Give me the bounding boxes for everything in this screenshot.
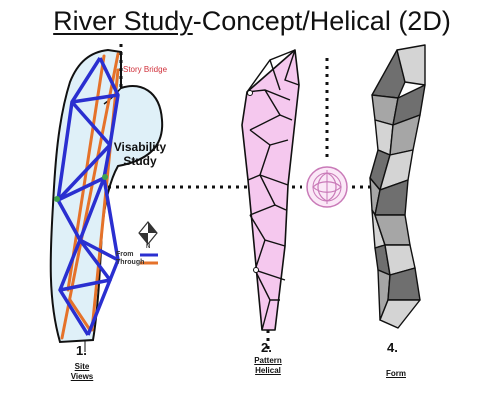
helical-pattern	[241, 49, 300, 331]
step-2-caption: Pattern Helical	[246, 356, 290, 376]
legend-from-label: From	[116, 251, 134, 258]
step-1-caption-line-1: Site	[74, 362, 90, 371]
from-lines	[56, 57, 120, 336]
step-4-number: 4.	[387, 340, 398, 355]
legend-through-label: Through	[116, 259, 145, 266]
step-1-caption: Site Views	[62, 362, 102, 382]
visability-line-1: Visability	[113, 140, 167, 154]
view-point-west	[54, 196, 60, 202]
story-bridge-label: Story Bridge	[123, 65, 168, 74]
step-2-caption-line-1: Pattern	[254, 356, 282, 365]
north-arrow-icon	[138, 221, 158, 245]
step-2-number: 2.	[261, 340, 272, 355]
step-4-caption-line-1: Form	[386, 369, 406, 378]
helix-emblem-icon	[306, 166, 348, 208]
title-rest: -Concept/Helical (2D)	[192, 6, 451, 36]
step-4-caption: Form	[376, 369, 416, 379]
step-1-number: 1.	[76, 343, 87, 358]
page-title: River Study-Concept/Helical (2D)	[0, 6, 504, 37]
helical-form	[369, 44, 426, 329]
north-label: N	[146, 244, 151, 250]
step-2-caption-line-2: Helical	[255, 366, 281, 375]
title-underlined-part: River Study	[53, 6, 193, 36]
visability-study-label: Visability Study	[110, 140, 170, 168]
visability-line-2: Study	[123, 154, 157, 168]
step-1-caption-line-2: Views	[70, 372, 94, 381]
view-point-east	[102, 174, 108, 180]
